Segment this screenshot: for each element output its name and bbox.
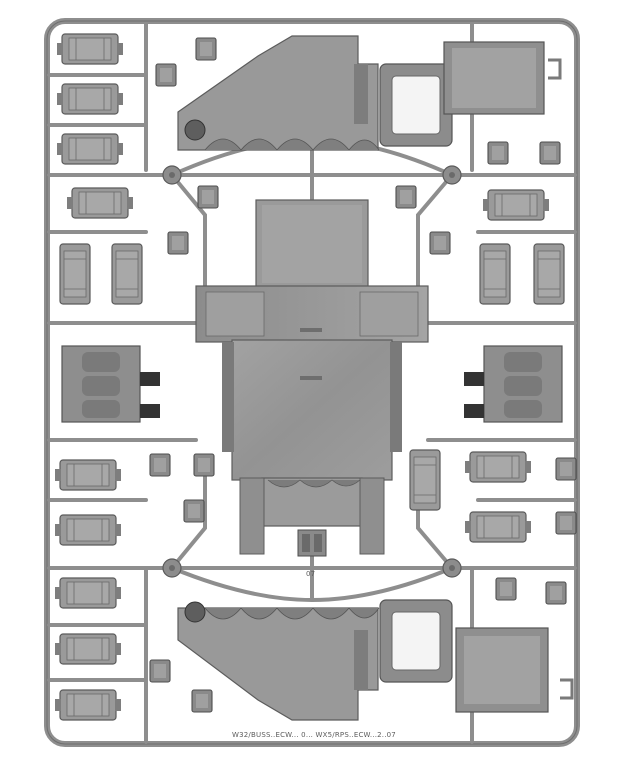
hull-part bbox=[195, 199, 429, 557]
vent-block-left bbox=[61, 345, 160, 423]
sprue-tag-text: 07 bbox=[306, 570, 316, 578]
side-plate-top bbox=[177, 35, 545, 151]
sprue-code-text: W32/BUSS..ECW... 0... WX5/RPS..ECW...2..… bbox=[232, 731, 396, 739]
vent-block-right bbox=[464, 345, 563, 423]
side-plate-bottom bbox=[177, 599, 549, 721]
